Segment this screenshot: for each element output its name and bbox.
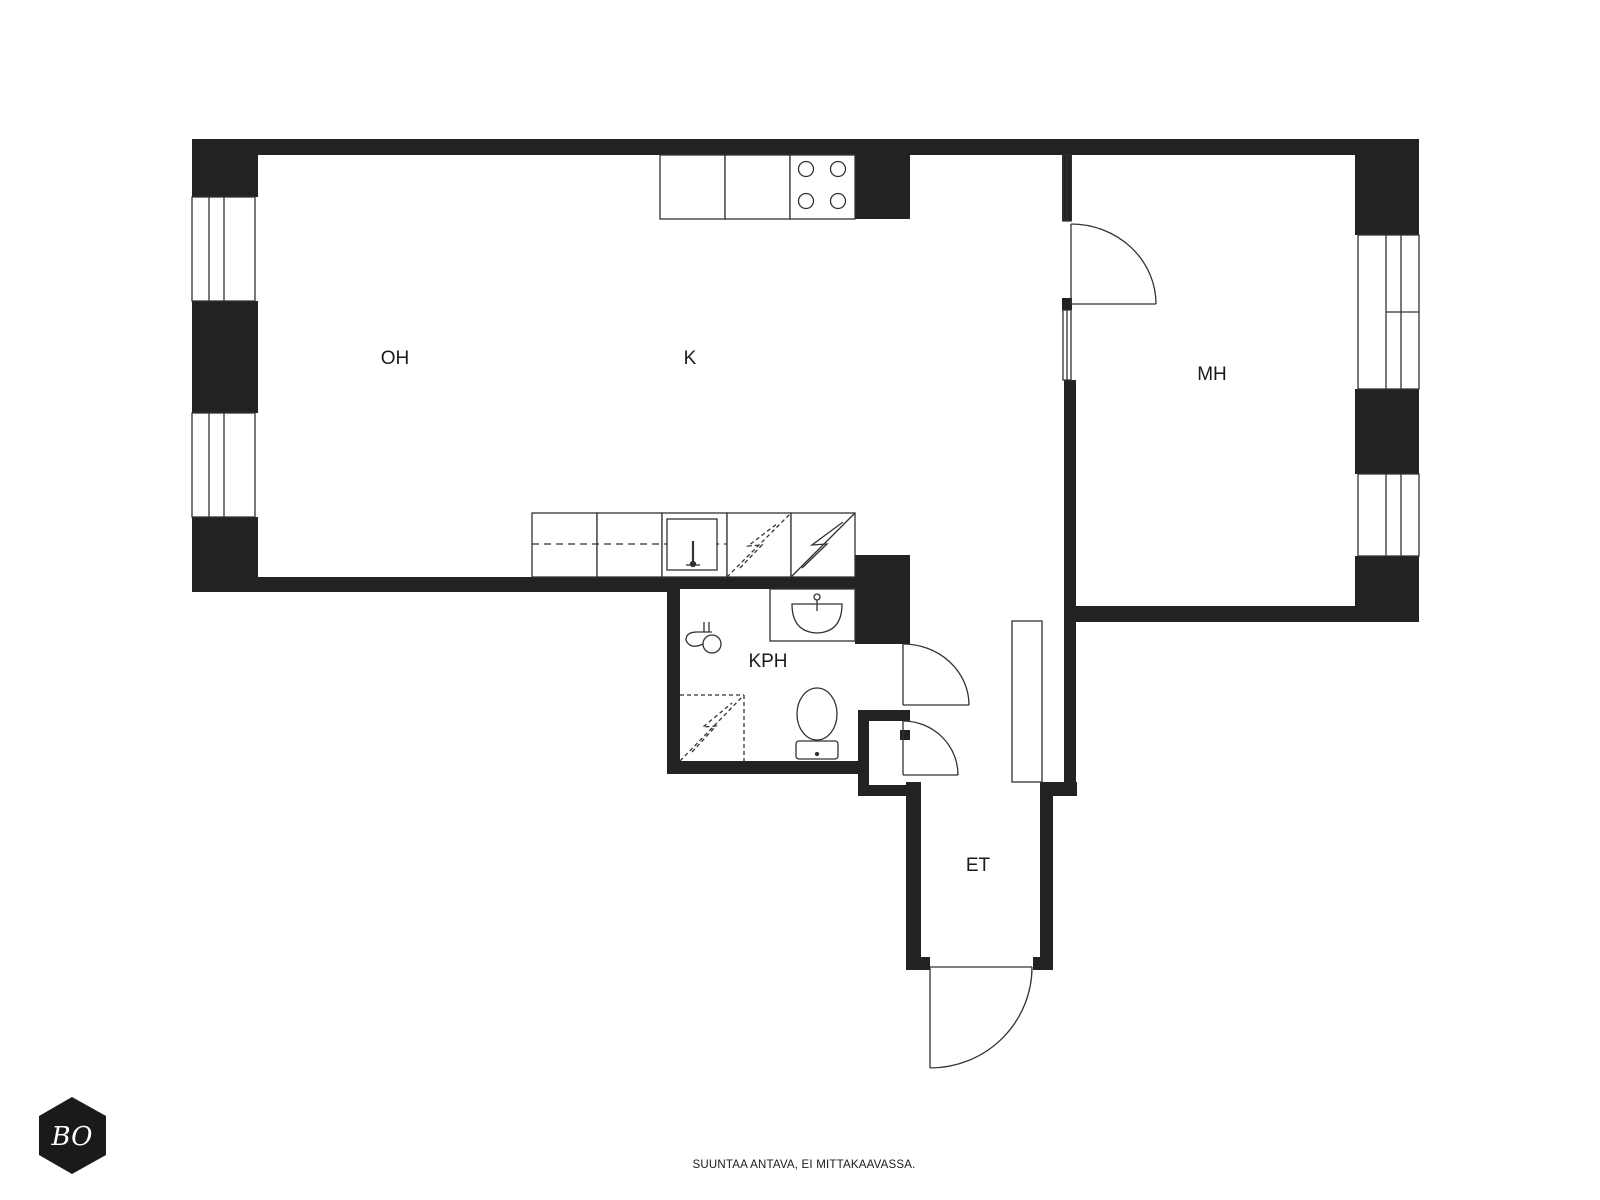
- door-bedroom: [1070, 223, 1157, 305]
- faucet-base: [689, 560, 697, 568]
- brand-logo: BO: [39, 1097, 106, 1174]
- wall-partition-lower: [1064, 380, 1076, 796]
- window-right-upper: [1357, 234, 1420, 390]
- kitchen-pillar-top: [855, 151, 910, 219]
- wall-right-pier-bottom: [1355, 556, 1419, 622]
- wall-closet-top: [858, 710, 906, 720]
- stove-burner-4: [829, 192, 847, 210]
- walls: [192, 139, 1419, 970]
- room-label-mh: MH: [1197, 364, 1227, 385]
- counter-unit-2: [596, 512, 663, 578]
- wall-right-pier-mid: [1355, 389, 1419, 474]
- logo-hexagon-icon: [39, 1097, 106, 1174]
- wall-closet-stub: [900, 730, 910, 740]
- room-label-oh: OH: [381, 348, 410, 369]
- wall-closet-left: [858, 710, 869, 796]
- room-label-et: ET: [966, 855, 991, 876]
- room-label-kph: KPH: [748, 651, 787, 672]
- wall-left-pier-top: [192, 139, 258, 197]
- stove-burner-1: [797, 160, 815, 178]
- wall-bath-right-upper: [900, 577, 910, 644]
- wall-closet-bottom: [858, 785, 906, 796]
- kitchen-top-counter: [659, 154, 856, 220]
- top-cabinet-2: [724, 154, 791, 220]
- doors: [902, 223, 1157, 1069]
- room-labels: OH K MH KPH ET: [381, 348, 1227, 876]
- room-label-k: K: [684, 348, 697, 369]
- wall-hall-left: [906, 782, 921, 970]
- fridge-symbol-icon: [790, 512, 856, 578]
- door-closet: [902, 720, 959, 776]
- wall-right-pier-top: [1355, 139, 1419, 235]
- glass-panel-lower: [1062, 309, 1072, 381]
- hall-wardrobe: [1011, 620, 1043, 783]
- disclaimer-text: SUUNTAA ANTAVA, EI MITTAKAAVASSA.: [692, 1159, 915, 1171]
- wall-left-pier-mid: [192, 301, 258, 413]
- wall-hall-bottom-left: [906, 957, 930, 970]
- shower-head-icon: [685, 622, 722, 654]
- wall-hall-right: [1040, 782, 1053, 970]
- bath-sink-tap: [813, 593, 821, 601]
- wall-top: [192, 139, 1419, 155]
- wall-partition-mid: [1062, 298, 1072, 310]
- wall-bath-left: [667, 577, 680, 774]
- toilet-icon: [795, 687, 839, 760]
- top-cabinet-1: [659, 154, 726, 220]
- window-right-lower: [1357, 473, 1420, 557]
- wall-living-bottom: [192, 577, 680, 592]
- wall-bath-top: [667, 577, 910, 589]
- windows: [191, 154, 1420, 557]
- wall-bedroom-bottom: [1064, 606, 1419, 622]
- stove-burner-2: [829, 160, 847, 178]
- logo-text: BO: [51, 1122, 93, 1152]
- window-left-upper: [191, 196, 256, 302]
- counter-unit-1: [531, 512, 598, 578]
- bath-sink-basin: [791, 603, 843, 634]
- door-bathroom: [902, 643, 970, 706]
- kitchen-bottom-counter: [531, 512, 856, 578]
- dishwasher-symbol-icon: [726, 512, 792, 578]
- window-left-lower: [191, 412, 256, 518]
- glass-panel-upper: [1062, 154, 1072, 222]
- door-entrance: [929, 966, 1033, 1069]
- stove-burner-3: [797, 192, 815, 210]
- electric-floor-icon: [679, 694, 745, 762]
- bathroom-fixtures: [679, 588, 856, 762]
- wall-bath-bottom: [667, 761, 862, 774]
